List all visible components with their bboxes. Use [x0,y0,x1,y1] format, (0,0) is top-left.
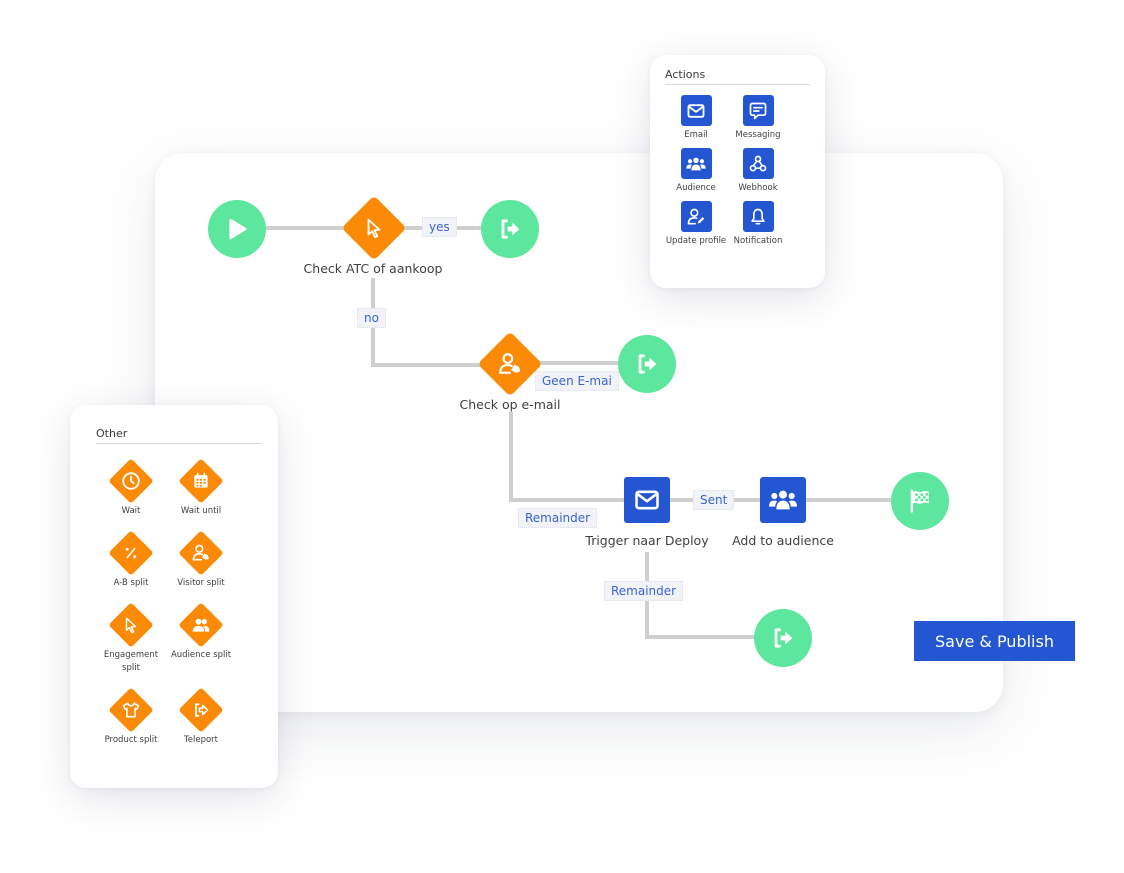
actions-panel-title: Actions [665,68,810,85]
user-edit-icon [687,208,705,224]
actions-panel: Actions Email Messaging Audience Webhook… [650,55,825,288]
start-node[interactable] [208,200,266,258]
calendar-icon [194,472,208,488]
check-atc-label: Check ATC of aankoop [303,261,443,276]
exit-remainder-node[interactable] [754,609,812,667]
palette-item-product-split[interactable]: Product split [96,687,166,747]
save-publish-button[interactable]: Save & Publish [914,621,1075,661]
palette-item-label: Engagement split [103,650,159,673]
workflow-canvas[interactable] [155,153,1003,712]
trigger-deploy-node[interactable] [624,477,670,523]
cursor-icon [125,617,137,634]
palette-item-email[interactable]: Email [665,95,727,142]
edge-label-sent[interactable]: Sent [693,490,735,510]
palette-item-messaging[interactable]: Messaging [727,95,789,142]
exit-arrow-icon [501,219,520,239]
palette-item-audience[interactable]: Audience [665,148,727,195]
add-audience-label: Add to audience [732,533,834,548]
palette-item-label: Wait until [180,506,222,516]
edge-label-remainder-1[interactable]: Remainder [518,508,598,528]
finish-node[interactable] [891,472,949,530]
palette-item-label: Audience split [170,650,232,660]
people-group-icon [769,490,797,510]
user-tag-icon [192,544,209,561]
palette-item-label: Webhook [738,183,778,193]
play-icon [229,218,247,240]
checkered-flag-icon [910,489,929,513]
palette-item-wait-until[interactable]: Wait until [166,458,236,518]
palette-item-label: Visitor split [177,578,225,588]
palette-item-label: Audience [676,183,716,193]
palette-item-engagement-split[interactable]: Engagement split [96,602,166,675]
palette-item-wait[interactable]: Wait [96,458,166,518]
people-group-icon [686,157,706,170]
palette-item-update-profile[interactable]: Update profile [665,201,727,248]
edge-label-yes[interactable]: yes [422,217,457,237]
check-atc-node[interactable] [341,195,407,261]
bell-icon [751,208,765,224]
other-panel-title: Other [96,427,262,444]
add-audience-node[interactable] [760,477,806,523]
palette-item-visitor-split[interactable]: Visitor split [166,530,236,590]
palette-item-notification[interactable]: Notification [727,201,789,248]
edge-label-remainder-2[interactable]: Remainder [604,581,684,601]
palette-item-label: Product split [104,735,158,745]
users-icon [192,618,210,632]
palette-item-label: Update profile [665,236,727,246]
check-email-label: Check op e-mail [459,397,561,412]
exit-no-email-node[interactable] [618,335,676,393]
check-email-node[interactable] [477,331,543,397]
tshirt-icon [122,702,140,718]
palette-item-teleport[interactable]: Teleport [166,687,236,747]
palette-item-label: A-B split [113,578,149,588]
exit-arrow-icon [638,354,657,374]
palette-item-ab-split[interactable]: A-B split [96,530,166,590]
envelope-icon [687,103,705,118]
palette-item-audience-split[interactable]: Audience split [166,602,236,675]
palette-item-label: Notification [733,236,783,246]
edge-label-no[interactable]: no [357,308,386,328]
chat-message-icon [749,102,767,119]
exit-arrow-icon [774,628,793,648]
webhook-icon [749,155,767,171]
user-tag-icon [499,353,521,374]
percent-icon [125,547,137,559]
exit-yes-node[interactable] [481,200,539,258]
edge-label-geen-email[interactable]: Geen E-mai [535,371,619,391]
other-panel: Other Wait Wait until A-B split Visitor … [70,405,278,788]
envelope-icon [635,490,659,510]
clock-icon [122,472,140,490]
palette-item-label: Email [684,130,708,140]
trigger-deploy-label: Trigger naar Deploy [585,533,709,548]
cursor-icon [367,218,381,239]
palette-item-label: Wait [121,506,141,516]
palette-item-label: Teleport [184,735,218,745]
exit-arrow-icon [195,703,209,717]
palette-item-label: Messaging [735,130,781,140]
palette-item-webhook[interactable]: Webhook [727,148,789,195]
